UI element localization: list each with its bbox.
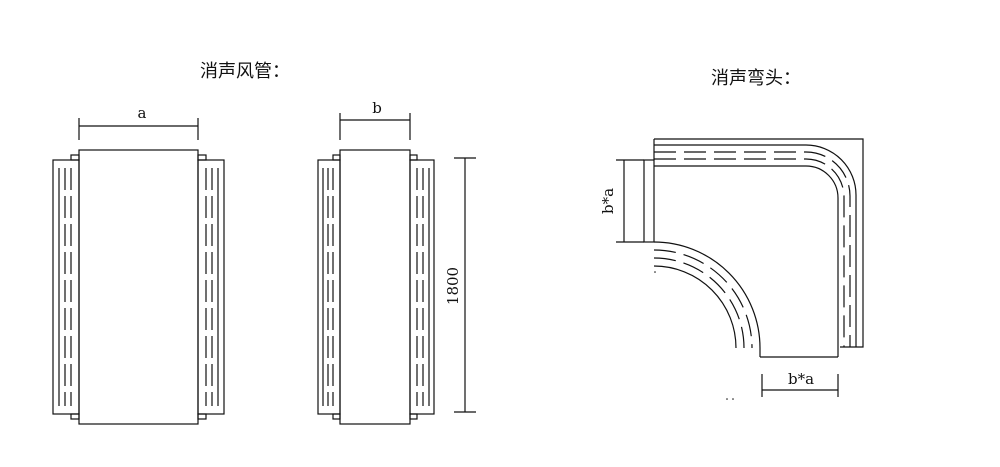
duct-a-left-liner [52,154,80,420]
dimension-elbow-side-label: b*a [599,188,617,214]
dimension-b: b [339,99,411,140]
dimension-a: a [78,104,199,140]
dimension-elbow-bottom: b*a [761,370,839,397]
duct-a-body [78,149,199,425]
silencer-elbow-title: 消声弯头： [711,68,801,89]
duct-b-body [339,149,411,425]
dimension-length: 1800 [444,157,476,413]
dimension-a-label: a [138,104,147,122]
dimension-elbow-bottom-label: b*a [788,370,814,388]
dimension-length-label: 1800 [444,267,462,305]
silencer-elbow: b*a b*a [599,138,864,400]
dimension-elbow-side: b*a [599,159,644,243]
silencer-duct-b: b 1800 [317,99,476,425]
duct-b-left-liner [317,154,341,420]
dimension-b-label: b [372,99,382,117]
silencer-duct-a: a [52,104,225,425]
silencer-duct-title: 消声风管： [200,61,290,82]
duct-b-right-liner [409,154,435,420]
duct-a-right-liner [197,154,225,420]
elbow-inlet [643,159,655,243]
